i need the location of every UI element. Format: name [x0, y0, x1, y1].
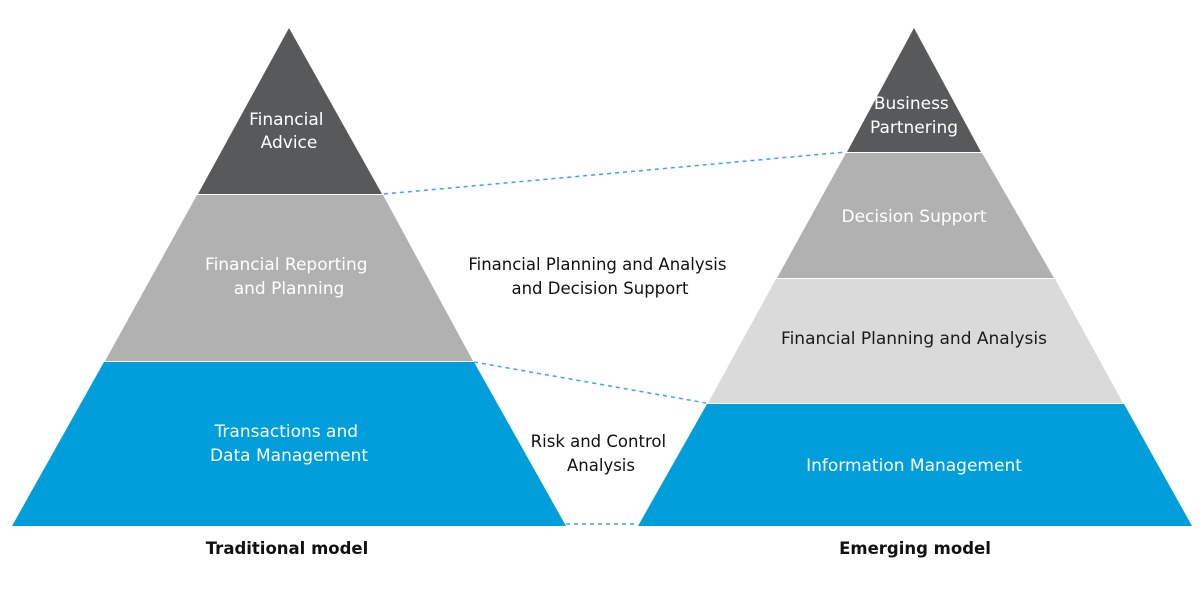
emerging-pyramid: Business Partnering Decision Support Fin…: [638, 28, 1192, 526]
traditional-top-line-1: Financial: [249, 110, 323, 130]
middle-label-upper-line-1: Financial Planning and Analysis: [468, 255, 726, 274]
middle-label-lower-line-1: Risk and Control: [531, 432, 666, 451]
traditional-model-label: Traditional model: [206, 539, 369, 558]
connector-line-top: [383, 151, 847, 195]
emerging-bottom-label: Information Management: [806, 456, 1022, 476]
emerging-tier-third: [708, 279, 1123, 403]
traditional-bottom-line-1: Transactions and: [214, 422, 359, 442]
middle-label-lower-line-2: Analysis: [567, 456, 635, 475]
traditional-tier-bottom: [12, 362, 566, 526]
traditional-middle-label: Financial Reporting and Planning: [205, 255, 373, 299]
traditional-top-label: Financial Advice: [249, 110, 329, 153]
middle-label-upper-line-2: and Decision Support: [511, 279, 689, 298]
emerging-model-label: Emerging model: [839, 539, 991, 558]
emerging-third-label: Financial Planning and Analysis: [781, 329, 1047, 349]
emerging-tier-second: [777, 153, 1054, 278]
connector-line-middle: [473, 361, 707, 404]
traditional-tier-top: [198, 28, 382, 194]
traditional-bottom-label: Transactions and Data Management: [210, 422, 368, 466]
traditional-tier-middle: [105, 195, 473, 361]
emerging-tier-bottom: [638, 404, 1192, 526]
traditional-middle-line-2: and Planning: [234, 279, 345, 299]
connector-lines: [383, 151, 847, 525]
middle-label-upper: Financial Planning and Analysis and Deci…: [468, 255, 731, 298]
traditional-top-line-2: Advice: [261, 133, 318, 153]
emerging-tier-top: [847, 28, 981, 152]
emerging-second-label: Decision Support: [842, 207, 987, 227]
middle-label-lower: Risk and Control Analysis: [531, 432, 672, 475]
traditional-middle-line-1: Financial Reporting: [205, 255, 368, 275]
traditional-bottom-line-2: Data Management: [210, 446, 368, 466]
emerging-top-line-1: Business: [874, 94, 949, 114]
emerging-top-label: Business Partnering: [870, 94, 958, 138]
traditional-pyramid: Financial Advice Financial Reporting and…: [12, 28, 566, 526]
emerging-top-line-2: Partnering: [870, 118, 958, 138]
